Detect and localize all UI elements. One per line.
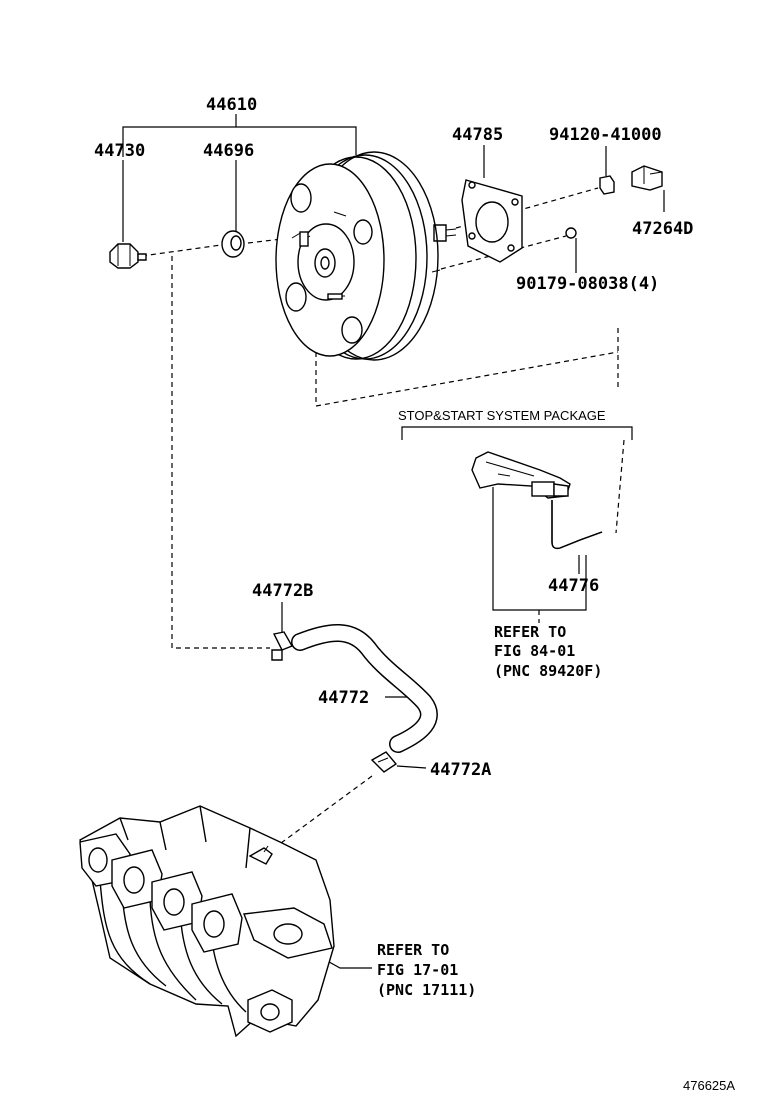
label-44785: 44785 bbox=[452, 125, 503, 145]
label-47264d: 47264D bbox=[632, 219, 693, 239]
bracket-47264d bbox=[631, 165, 663, 191]
nut-90179 bbox=[565, 227, 577, 239]
intake-manifold bbox=[79, 805, 335, 1038]
check-valve bbox=[109, 243, 147, 269]
label-44696: 44696 bbox=[203, 141, 254, 161]
label-44772: 44772 bbox=[318, 688, 369, 708]
label-90179-08038: 90179-08038(4) bbox=[516, 274, 659, 294]
label-44772b: 44772B bbox=[252, 581, 313, 601]
label-94120-41000: 94120-41000 bbox=[549, 125, 662, 145]
refer-1-line2: FIG 84-01 bbox=[494, 642, 575, 660]
refer-1-line1: REFER TO bbox=[494, 623, 566, 641]
nut-94120 bbox=[599, 175, 615, 195]
stop-start-bracket bbox=[471, 451, 603, 550]
hose-clip-b bbox=[271, 631, 294, 661]
refer-2-line2: FIG 17-01 bbox=[377, 961, 458, 979]
label-44730: 44730 bbox=[94, 141, 145, 161]
label-44772a: 44772A bbox=[430, 760, 491, 780]
package-label: STOP&START SYSTEM PACKAGE bbox=[398, 408, 606, 423]
brake-booster bbox=[275, 151, 457, 361]
label-44776: 44776 bbox=[548, 576, 599, 596]
grommet bbox=[221, 230, 245, 258]
refer-2-line1: REFER TO bbox=[377, 941, 449, 959]
vacuum-hose bbox=[291, 623, 438, 753]
refer-1-line3: (PNC 89420F) bbox=[494, 662, 602, 680]
leader-lines bbox=[122, 114, 665, 969]
gasket bbox=[461, 179, 523, 263]
refer-2-line3: (PNC 17111) bbox=[377, 981, 476, 999]
label-44610: 44610 bbox=[206, 95, 257, 115]
hose-clip-a bbox=[370, 751, 398, 773]
diagram-code: 476625A bbox=[683, 1078, 735, 1093]
